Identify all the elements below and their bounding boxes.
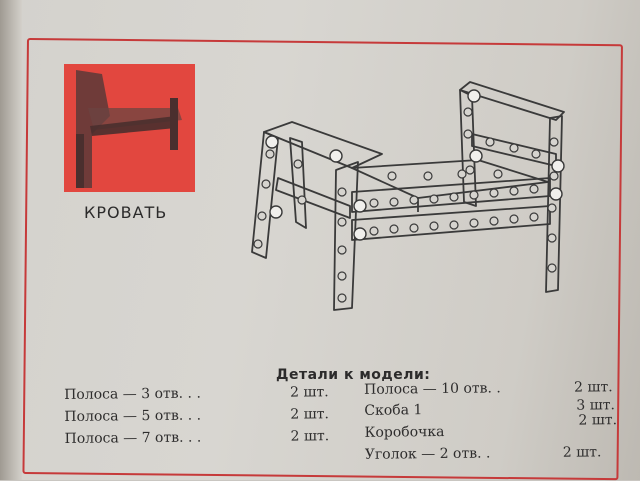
parts-bottom-row: Уголок — 2 отв. . 2 шт. bbox=[364, 444, 602, 463]
part-name: Полоса — 3 отв. . . bbox=[64, 385, 201, 403]
part-name: Скоба 1 bbox=[364, 402, 423, 419]
part-qty: 2 шт. bbox=[578, 412, 618, 429]
model-caption: КРОВАТЬ bbox=[84, 203, 168, 222]
part-qty: 2 шт. bbox=[290, 428, 330, 445]
bed-pictogram bbox=[64, 64, 195, 192]
parts-right-row: Полоса — 10 отв. . 2 шт. bbox=[364, 379, 613, 398]
parts-left-row: Полоса — 5 отв. . . 2 шт. bbox=[64, 406, 329, 425]
part-qty: 2 шт. bbox=[290, 384, 329, 401]
bed-pictogram-icon bbox=[76, 70, 182, 188]
parts-left-row: Полоса — 3 отв. . . 2 шт. bbox=[64, 384, 329, 403]
part-qty: 2 шт. bbox=[562, 444, 602, 461]
part-qty: 2 шт. bbox=[290, 406, 330, 423]
parts-right-row: Скоба 1 3 шт. bbox=[364, 397, 615, 419]
page-fold-shadow bbox=[0, 0, 22, 480]
part-name: Полоса — 7 отв. . . bbox=[64, 429, 202, 447]
parts-right-row: Коробочка 2 шт. bbox=[364, 412, 617, 441]
part-name: Полоса — 10 отв. . bbox=[364, 380, 501, 398]
parts-left-row: Полоса — 7 отв. . . 2 шт. bbox=[64, 428, 330, 447]
part-qty: 3 шт. bbox=[576, 397, 615, 414]
part-name: Уголок — 2 отв. . bbox=[364, 445, 491, 463]
part-name: Коробочка bbox=[364, 423, 445, 441]
part-qty: 2 шт. bbox=[574, 379, 613, 396]
parts-heading: Детали к модели: bbox=[276, 367, 431, 383]
part-name: Полоса — 5 отв. . . bbox=[64, 407, 202, 425]
bed-model-drawing bbox=[251, 81, 565, 311]
